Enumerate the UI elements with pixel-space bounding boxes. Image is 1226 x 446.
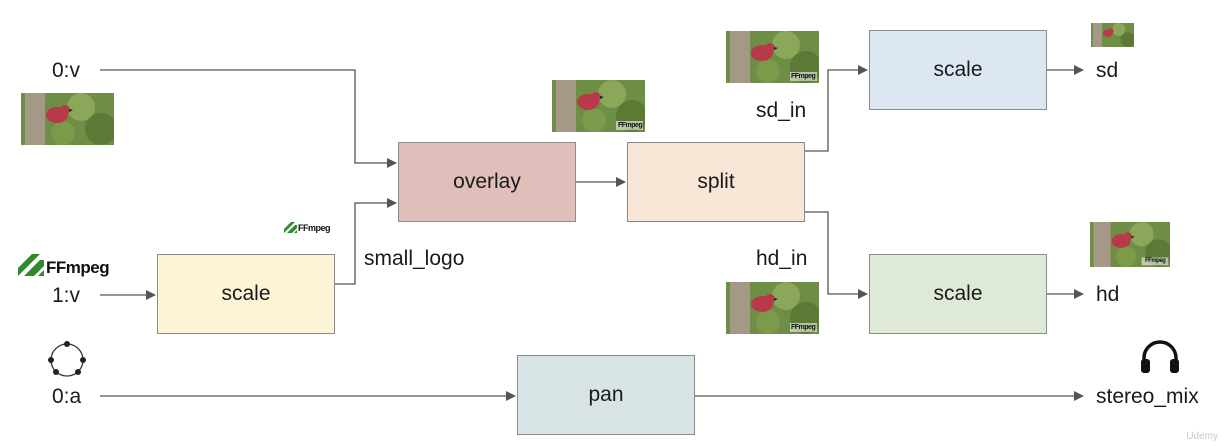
watermark: Udemy — [1186, 431, 1218, 442]
ffmpeg-watermark-overlay: FFmpeg — [618, 122, 643, 129]
ffmpeg-watermark-sd-in: FFmpeg — [791, 73, 816, 80]
edge-0v-overlay — [100, 69, 397, 168]
ffmpeg-watermark-hd-in: FFmpeg — [791, 324, 816, 331]
input-label-1v: 1:v — [52, 284, 81, 307]
edge-split-scale-sd — [804, 65, 868, 152]
output-label-hd: hd — [1096, 283, 1120, 306]
output-label-sd: sd — [1096, 59, 1119, 82]
edge-label-hd-in: hd_in — [756, 247, 808, 270]
input-label-0v: 0:v — [52, 59, 81, 82]
edge-scale-overlay — [335, 198, 397, 285]
bird-thumbnail-input — [21, 93, 114, 145]
edge-label-small-logo: small_logo — [364, 247, 465, 270]
node-scale-hd: scale — [869, 254, 1047, 334]
bird-thumbnail-sd-out — [1091, 23, 1134, 47]
edge-split-scale-hd — [804, 211, 868, 299]
ffmpeg-small-logo-icon — [284, 222, 297, 233]
ffmpeg-logo-icon — [18, 254, 44, 276]
bird-thumbnail-overlay — [552, 80, 645, 132]
output-label-stereo-mix: stereo_mix — [1096, 385, 1199, 408]
audio-channels-icon — [48, 341, 86, 377]
node-split: split — [627, 142, 805, 222]
ffmpeg-small-logo-text: FFmpeg — [298, 223, 331, 233]
bird-thumbnail-hd-out — [1090, 222, 1170, 267]
node-overlay: overlay — [398, 142, 576, 222]
node-pan: pan — [517, 355, 695, 435]
edge-label-sd-in: sd_in — [756, 99, 807, 122]
bird-thumbnail-hd-in — [726, 282, 819, 334]
input-label-0a: 0:a — [52, 385, 82, 408]
node-scale-logo: scale — [157, 254, 335, 334]
bird-thumbnail-sd-in — [726, 31, 819, 83]
ffmpeg-watermark-hd-out: FFmpeg — [1145, 258, 1166, 264]
node-scale-sd: scale — [869, 30, 1047, 110]
ffmpeg-logo-text: FFmpeg — [46, 258, 110, 277]
headphones-icon — [1141, 340, 1179, 373]
